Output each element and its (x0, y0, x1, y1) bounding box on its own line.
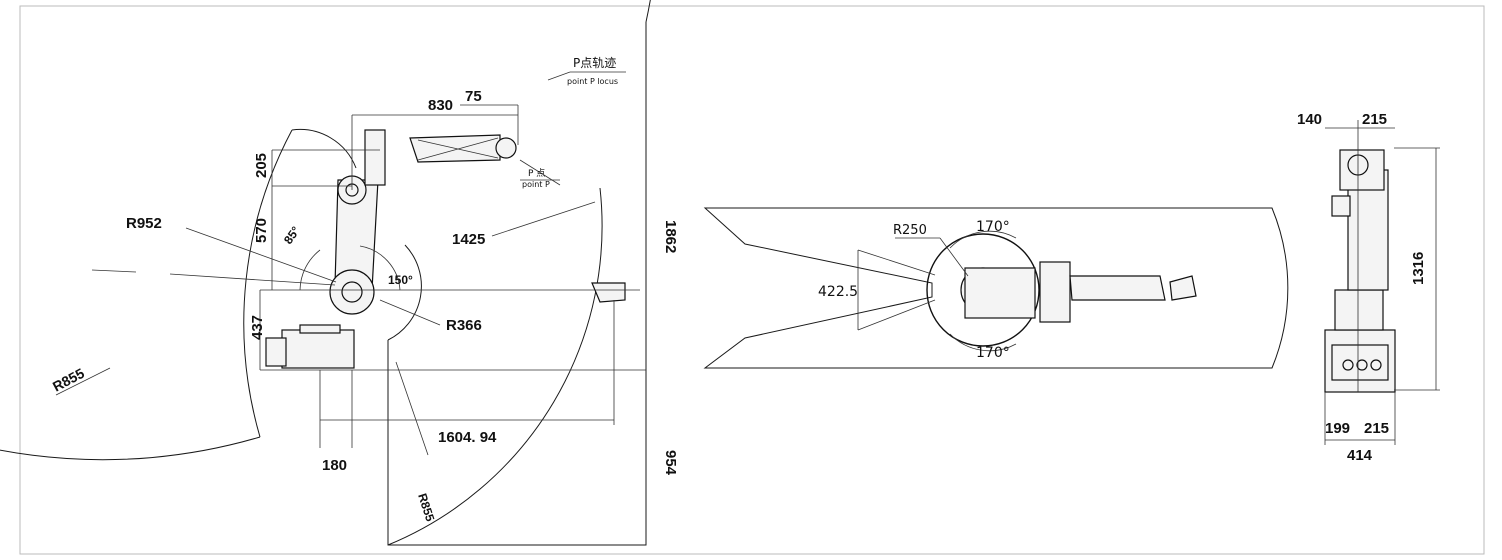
dim-180: 180 (322, 457, 347, 474)
locus-label-cn: P点轨迹 (573, 56, 616, 70)
dim-570: 570 (253, 218, 270, 243)
shoulder-joint-inner (341, 281, 363, 303)
front-motor (1331, 195, 1351, 217)
sheet-border (19, 5, 1485, 555)
wrist-housing (364, 129, 386, 186)
dim-205: 205 (253, 153, 270, 178)
top-forearm (1069, 275, 1166, 301)
workspace-boundary (387, 22, 647, 546)
locus-leader (547, 71, 571, 81)
dim-199: 199 (1325, 420, 1350, 437)
top-arm-body (964, 267, 1036, 319)
point-p-label-cn: P 点 (528, 168, 545, 179)
wrist-joint (495, 137, 517, 159)
dim-140: 140 (1297, 111, 1322, 128)
dim-437: 437 (249, 315, 266, 340)
r250-leader (939, 237, 969, 277)
dim-1862: 1862 (662, 220, 679, 253)
radius-ref-line-1 (91, 269, 137, 273)
dim-215-top: 215 (1362, 111, 1387, 128)
inner-reach-arc (243, 129, 293, 438)
dim-422: 422.5 (818, 284, 858, 300)
connector-3 (1370, 359, 1382, 371)
angle-85-arc (299, 249, 321, 291)
base-top-plate (299, 324, 341, 334)
dim-215-bottom: 215 (1364, 420, 1389, 437)
forearm-cross (417, 137, 499, 161)
top-workspace-outline (703, 207, 1289, 369)
top-view: R250 170° 170° 422.5 (703, 207, 1289, 369)
dim-414: 414 (1347, 447, 1373, 464)
angle-170-bottom-arc (949, 333, 1017, 352)
dim-75: 75 (465, 88, 482, 105)
point-p-label-en: point P (522, 180, 550, 189)
dim-1425-leader (491, 201, 596, 237)
top-tool (1169, 275, 1197, 301)
dim-1425: 1425 (452, 231, 485, 248)
angle-150: 150° (388, 273, 413, 287)
dim-954: 954 (662, 450, 679, 476)
r952-leader (185, 227, 337, 283)
angle-170-top-arc (949, 230, 1017, 249)
r855-leader (55, 367, 111, 396)
top-shoulder (1039, 261, 1071, 323)
upper-reach-arc (387, 187, 603, 546)
connector-1 (1342, 359, 1354, 371)
r855-bottom-leader (395, 361, 429, 456)
front-shoulder (1334, 289, 1384, 331)
top-inner-arc (291, 128, 357, 169)
dim-1316: 1316 (1410, 252, 1427, 285)
radius-952: R952 (126, 215, 162, 232)
radius-855-bottom: R855 (415, 492, 437, 524)
angle-170-top: 170° (976, 219, 1010, 235)
dim-1604: 1604. 94 (438, 429, 497, 446)
angle-85: 85° (281, 224, 303, 247)
angle-150-arc (359, 245, 401, 291)
angle-170-bottom: 170° (976, 345, 1010, 361)
front-view: 140 215 1316 199 215 414 (1297, 111, 1440, 464)
dim-422-upper-ext (857, 249, 936, 276)
connector-2 (1356, 359, 1368, 371)
point-p-leader (519, 159, 561, 186)
base-connector (265, 337, 287, 367)
radius-855-left: R855 (50, 365, 87, 395)
side-view: P点轨迹 point P locus P 点 point P 830 75 20… (0, 0, 679, 546)
robot-base (281, 329, 355, 369)
radius-366: R366 (446, 317, 482, 334)
dim-830: 830 (428, 97, 453, 114)
radius-ref-line-2 (169, 273, 336, 286)
locus-label-en: point P locus (567, 77, 618, 86)
tool-flange (591, 282, 626, 303)
base-rotation-circle (926, 233, 1040, 347)
radius-250: R250 (893, 223, 927, 238)
inner-small-arc (387, 244, 422, 341)
dim-422-lower-ext (857, 299, 936, 331)
r366-leader (379, 299, 441, 326)
